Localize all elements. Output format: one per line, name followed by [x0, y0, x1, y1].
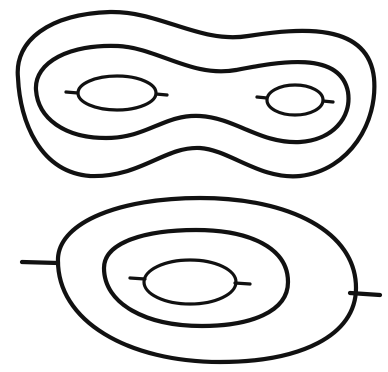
single-torus-outer-curve: [58, 198, 356, 362]
double-torus-left-whisker-left: [66, 92, 78, 93]
single-torus-outer-whisker-left: [22, 262, 58, 263]
double-torus-figure: [18, 12, 375, 176]
single-torus-outer-whisker-right: [350, 293, 380, 295]
double-torus-left-whisker-right: [156, 94, 167, 95]
single-torus-inner-whisker-right: [235, 283, 250, 284]
single-torus-inner-whisker-left: [130, 278, 145, 279]
single-torus-inner-loop: [144, 260, 236, 304]
double-torus-right-whisker-right: [323, 101, 333, 102]
double-torus-left-inner-loop: [78, 76, 156, 110]
double-torus-right-inner-loop: [267, 85, 323, 115]
double-torus-right-whisker-left: [257, 97, 267, 98]
single-torus-figure: [22, 198, 380, 362]
double-torus-middle-curve: [36, 46, 349, 142]
